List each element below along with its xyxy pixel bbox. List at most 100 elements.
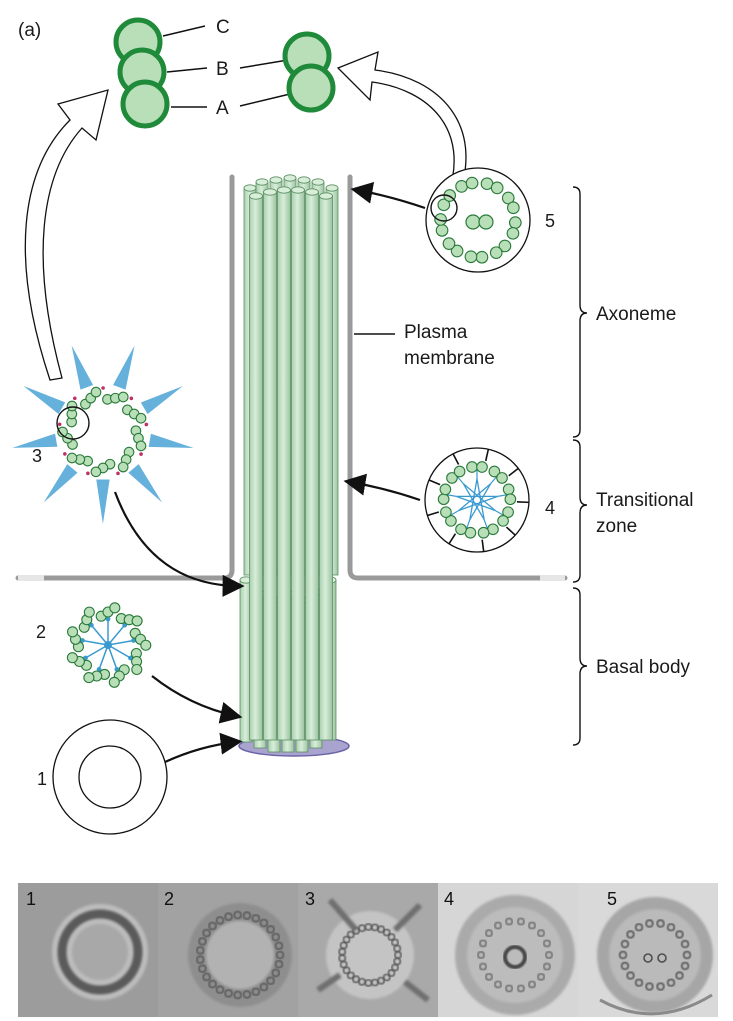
micrograph-number-1: 1 [26, 889, 36, 909]
cs3-spike [148, 433, 194, 449]
cs3-triplet-tubule [66, 452, 78, 464]
cs5-doublet-tubule [450, 244, 464, 258]
arrow-3 [113, 491, 245, 597]
label-basal-body: Basal body [596, 657, 691, 678]
cs3-triplet-tubule [135, 412, 147, 424]
cross-section-3 [12, 345, 194, 524]
micrograph-texture [484, 972, 493, 981]
micrograph-texture [233, 910, 242, 920]
membrane-label-line1: Plasma [404, 322, 468, 343]
micrograph-texture [537, 929, 546, 938]
arrow-4 [343, 473, 421, 502]
cs2-triplet-tubule [66, 652, 78, 664]
cs3-link-dot [57, 422, 62, 427]
micrograph-texture [505, 984, 514, 993]
micrograph-texture [493, 980, 502, 989]
cs4-star-line [476, 478, 485, 520]
micrograph-number-4: 4 [444, 889, 454, 909]
arrow-5 [350, 181, 426, 210]
front-microtubule [291, 189, 305, 741]
cs4-star-line [458, 483, 491, 511]
cs4-tubule [504, 493, 517, 506]
cs2-spoke [98, 644, 109, 670]
micrograph-texture [233, 990, 242, 1000]
front-microtubule [263, 191, 277, 741]
front-microtubule-cap [291, 186, 305, 194]
cs3-spike [128, 464, 163, 503]
micrograph-texture [391, 963, 400, 972]
micrograph-texture [251, 987, 261, 997]
micrograph-texture [657, 953, 667, 963]
micrograph-texture [542, 962, 551, 971]
panel-label: (a) [18, 20, 41, 41]
cs2-spoke [107, 639, 134, 646]
cross-section-5 [425, 167, 531, 273]
cs4-y-link [428, 479, 441, 486]
cs4-tubule [496, 472, 508, 484]
front-microtubule-cap [263, 188, 277, 196]
cs3-triplet-tubule [117, 461, 129, 473]
cs4-y-link [505, 526, 516, 536]
cs2-spoke [82, 639, 109, 646]
cs5-doublet-tubule [498, 239, 512, 253]
micrograph-texture [346, 971, 355, 980]
brace-axoneme [572, 186, 588, 438]
micrograph-texture [224, 989, 233, 998]
cs5-doublet-tubule [442, 237, 456, 250]
micrograph-texture [271, 968, 281, 978]
cs5-doublet-tubule [435, 223, 449, 237]
label-a: A [216, 98, 229, 119]
cs4-tubule [502, 506, 514, 519]
front-microtubule [277, 189, 291, 741]
cs3-triplet-tubule [57, 426, 68, 438]
micrograph-texture [274, 941, 284, 951]
micrograph-texture [666, 978, 676, 987]
front-microtubule-cap [305, 188, 319, 196]
micrograph-texture [266, 924, 275, 934]
back-microtubule-cap [243, 184, 257, 192]
brace-transitional [572, 439, 588, 583]
cs2-triplet-tubule [140, 639, 152, 651]
micrograph-texture [643, 953, 653, 963]
micrograph-texture [195, 946, 205, 955]
cs2-spoke-end [105, 616, 111, 622]
micrograph-texture [645, 982, 654, 991]
cs2-spoke [85, 644, 109, 659]
cs3-spike [23, 385, 66, 414]
cs4-tubule [466, 461, 478, 473]
micrograph-texture [224, 912, 233, 921]
label-transitional-line1: Transitional [596, 490, 694, 511]
micrograph-texture [505, 917, 514, 926]
cs4-y-link [516, 501, 529, 504]
micrograph-texture [682, 950, 692, 960]
microtubule-bundle [239, 174, 339, 753]
micrograph-texture [208, 921, 217, 931]
hollow-arrow-left [24, 89, 109, 381]
micrograph-texture [656, 919, 665, 928]
micrograph-texture [242, 990, 252, 999]
cs4-y-link [508, 467, 519, 477]
label-b: B [216, 59, 229, 80]
arrow-1 [164, 732, 243, 764]
micrograph-number-2: 2 [164, 889, 174, 909]
structure-braces [572, 186, 588, 746]
cs3-highlight-ring [56, 406, 90, 440]
cs3-spike [113, 345, 135, 390]
micrograph-texture [544, 950, 553, 959]
triplet-microtubule [113, 17, 170, 129]
brace-basal [572, 587, 588, 746]
micrograph-texture [675, 930, 684, 939]
micrograph-texture [275, 950, 285, 960]
cs2-triplet-tubule [108, 676, 120, 688]
cs5-doublet-tubule [455, 180, 468, 193]
cs2-spoke-end [79, 638, 85, 643]
cross-section-number-5: 5 [545, 211, 555, 231]
micrograph-texture [620, 939, 630, 949]
cs3-triplet-tubule [117, 391, 129, 403]
micrograph-texture [479, 962, 488, 971]
micrograph-texture [479, 939, 488, 948]
micrograph-texture [266, 976, 275, 986]
micrograph-texture [476, 950, 485, 959]
label-c: C [216, 17, 230, 38]
micrograph-3 [298, 883, 438, 1017]
